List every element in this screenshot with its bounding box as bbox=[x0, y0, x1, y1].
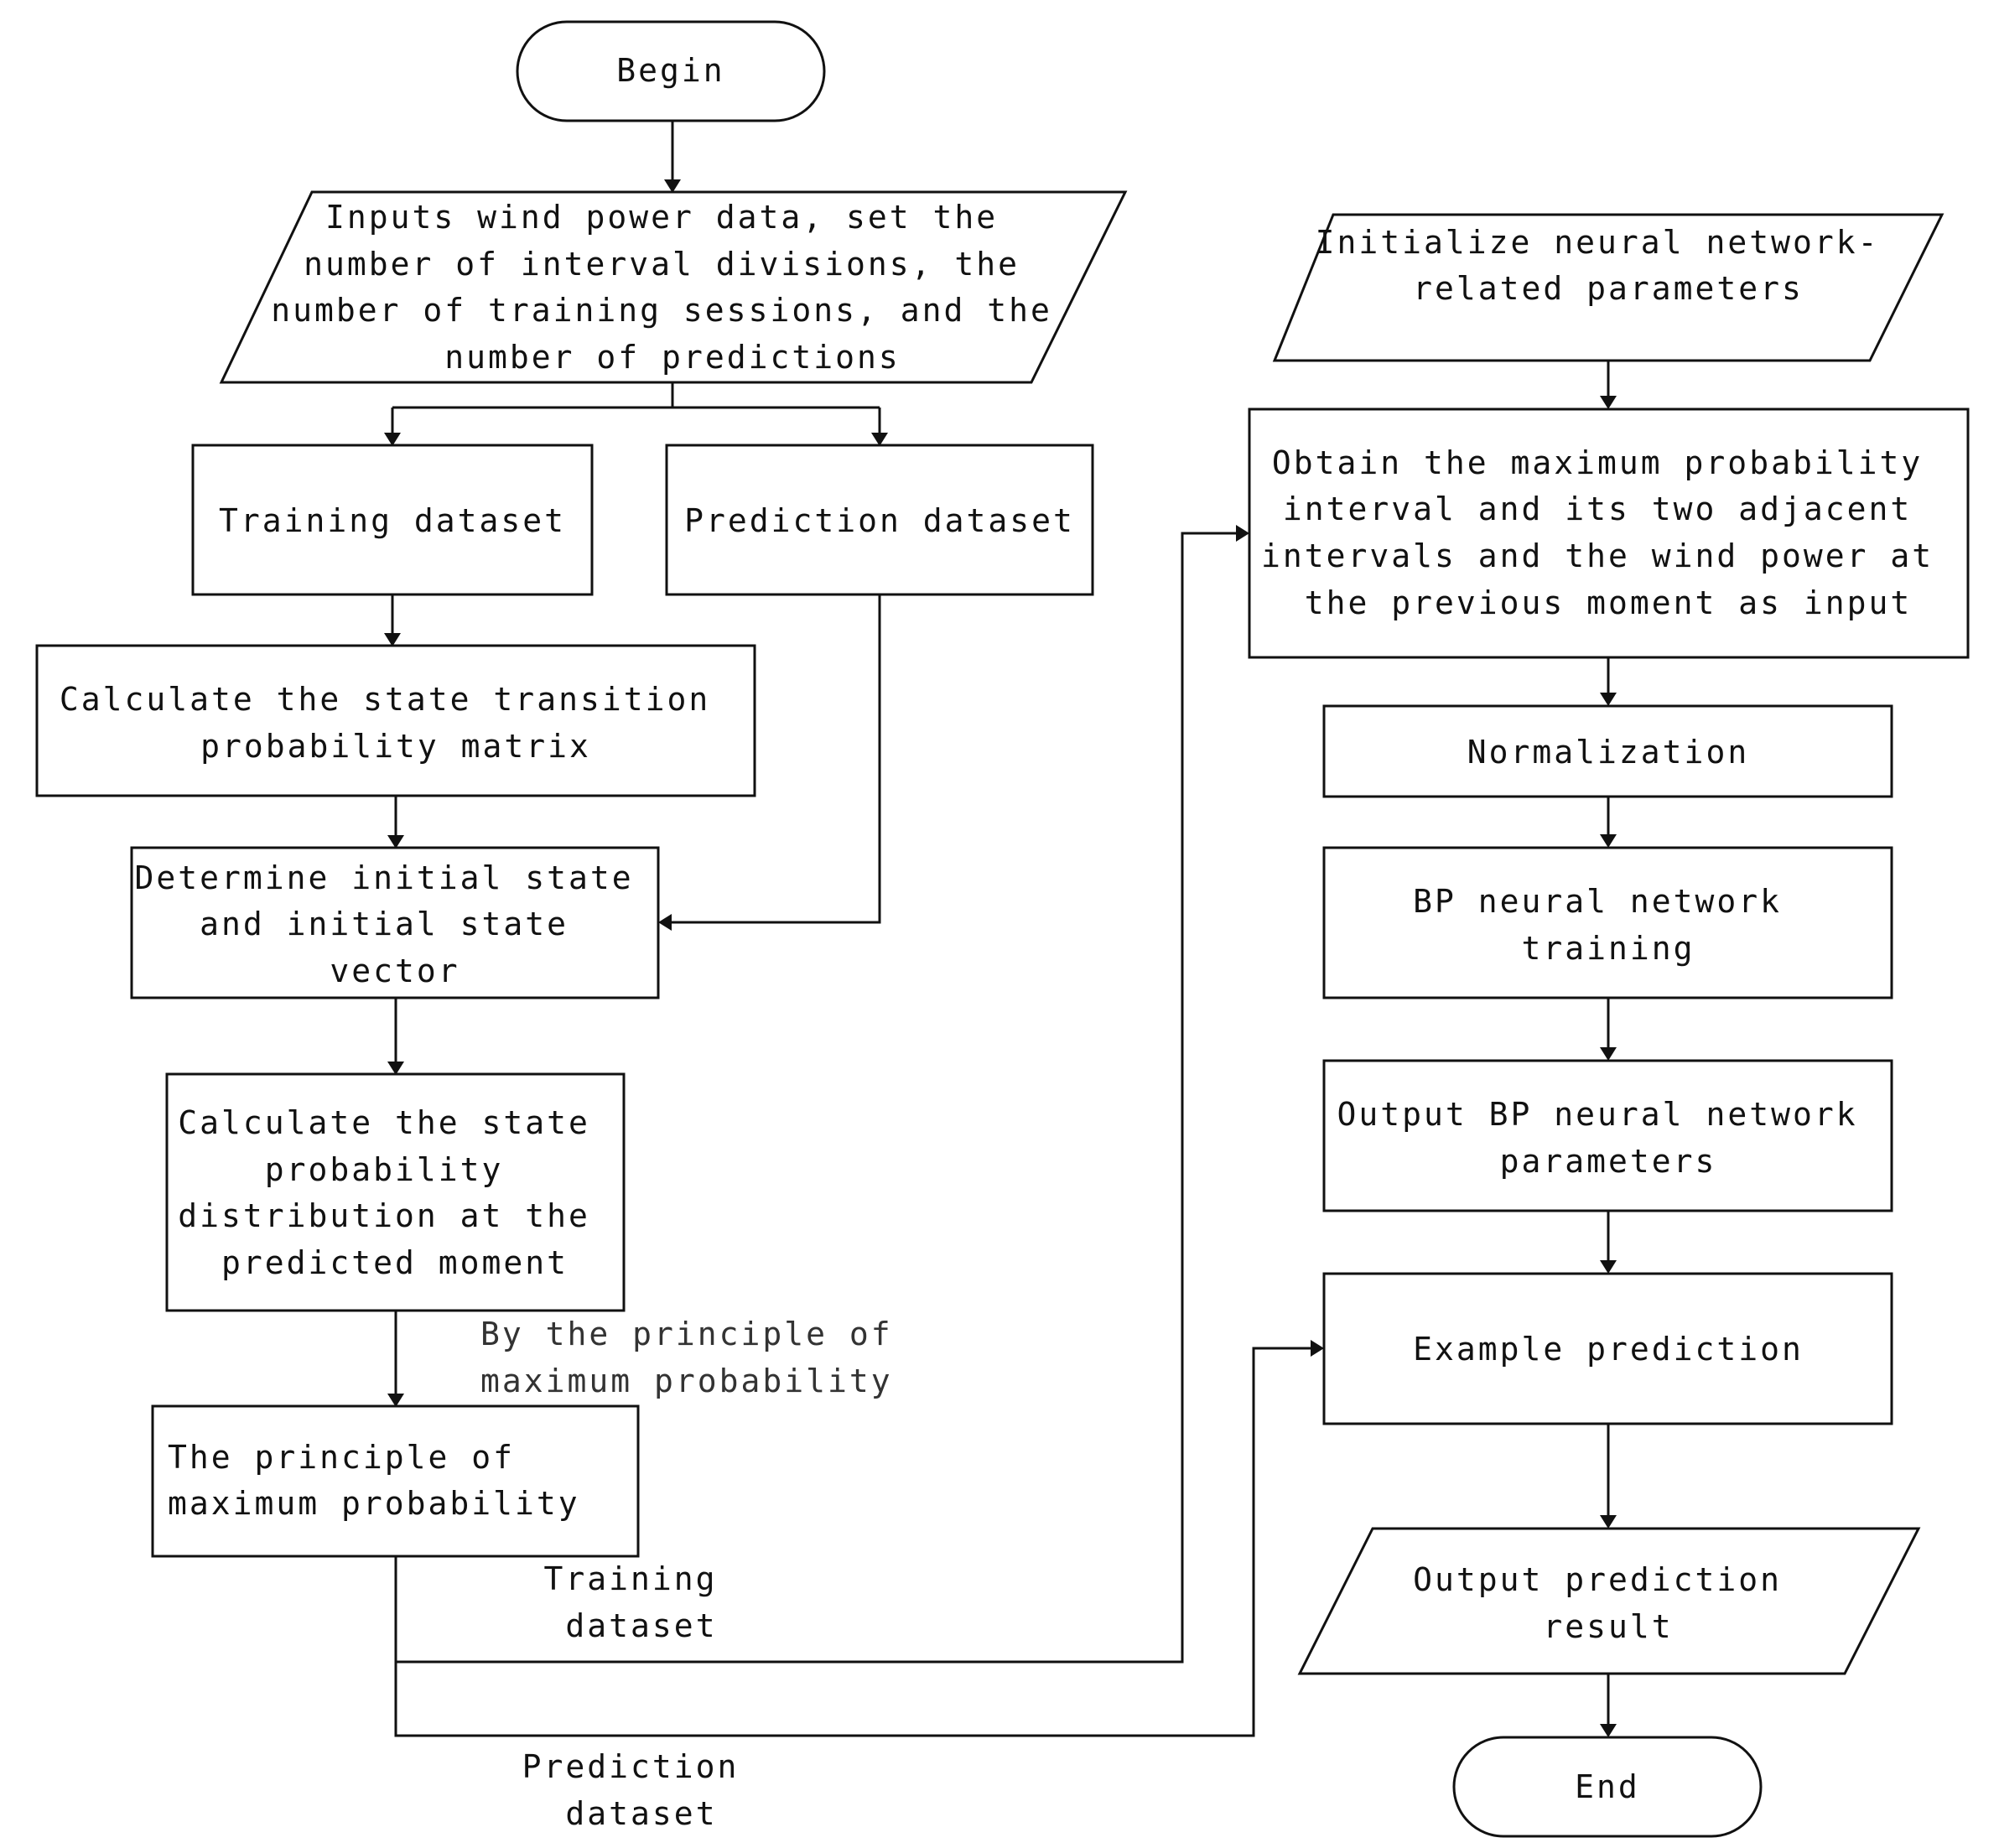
prediction-to-initial-connector bbox=[672, 594, 881, 924]
init-nn-parallelogram bbox=[1272, 213, 1944, 362]
end-label: End bbox=[1575, 1768, 1640, 1805]
principle-to-obtain-connector bbox=[394, 532, 1236, 1664]
calc-distribution-label: Calculate the state probability distribu… bbox=[178, 1104, 612, 1281]
output-params-box bbox=[1322, 1059, 1893, 1212]
initial-state-label: Determine initial state and initial stat… bbox=[134, 859, 655, 989]
obtain-to-normalization-arrowhead bbox=[1600, 693, 1617, 706]
bp-training-box bbox=[1322, 846, 1893, 999]
max-principle-label: The principle of maximum probability bbox=[168, 1439, 580, 1522]
end-terminal bbox=[1452, 1736, 1763, 1838]
example-prediction-box bbox=[1322, 1272, 1893, 1425]
input-data-label: Inputs wind power data, set the number o… bbox=[271, 199, 1074, 376]
begin-label: Begin bbox=[616, 52, 724, 89]
result-to-end-arrowhead bbox=[1600, 1724, 1617, 1737]
prediction-dataset-label: Prediction dataset bbox=[684, 502, 1075, 539]
output-result-parallelogram bbox=[1297, 1527, 1921, 1675]
to-training-dataset-arrowhead bbox=[384, 433, 401, 446]
initial-state-box bbox=[130, 846, 660, 999]
training-dataset-label: Training dataset bbox=[219, 502, 566, 539]
obtain-interval-label: Obtain the maximum probability interval … bbox=[1261, 444, 1955, 621]
matrix-to-initial-arrowhead bbox=[387, 835, 404, 849]
output-result-label: Output prediction result bbox=[1413, 1561, 1804, 1645]
normalization-label: Normalization bbox=[1467, 734, 1749, 771]
output-params-label: Output BP neural network parameters bbox=[1337, 1096, 1880, 1180]
normalization-to-bp-arrowhead bbox=[1600, 834, 1617, 848]
begin-terminal bbox=[516, 20, 826, 122]
initial-to-distribution-arrowhead bbox=[387, 1062, 404, 1075]
params-to-example-arrowhead bbox=[1600, 1260, 1617, 1274]
calc-matrix-box bbox=[35, 644, 756, 797]
prediction-to-initial-arrowhead bbox=[658, 914, 672, 931]
input-split-connector bbox=[391, 382, 881, 433]
distribution-to-principle-arrowhead bbox=[387, 1394, 404, 1407]
training-dataset-edge-label: Training dataset bbox=[544, 1560, 740, 1644]
calc-matrix-label: Calculate the state transition probabili… bbox=[60, 681, 732, 765]
begin-to-input-arrowhead bbox=[664, 179, 681, 193]
example-prediction-label: Example prediction bbox=[1413, 1331, 1804, 1368]
normalization-box bbox=[1322, 704, 1893, 798]
prediction-dataset-edge-label: Prediction dataset bbox=[522, 1748, 761, 1832]
example-to-result-arrowhead bbox=[1600, 1515, 1617, 1529]
principle-to-example-arrowhead bbox=[1311, 1340, 1324, 1357]
init-nn-label: Initialize neural network- related param… bbox=[1316, 224, 1902, 307]
bp-to-output-params-arrowhead bbox=[1600, 1047, 1617, 1061]
max-principle-box bbox=[151, 1404, 640, 1558]
to-prediction-dataset-arrowhead bbox=[871, 433, 888, 446]
bp-training-label: BP neural network training bbox=[1413, 883, 1804, 967]
principle-to-example-connector bbox=[394, 1347, 1311, 1737]
initnn-to-obtain-arrowhead bbox=[1600, 396, 1617, 409]
principle-to-obtain-arrowhead bbox=[1236, 525, 1249, 542]
training-dataset-box bbox=[191, 444, 594, 596]
training-to-matrix-arrowhead bbox=[384, 633, 401, 646]
input-data-parallelogram bbox=[219, 190, 1128, 384]
by-principle-edge-label: By the principle of maximum probability bbox=[480, 1316, 915, 1399]
